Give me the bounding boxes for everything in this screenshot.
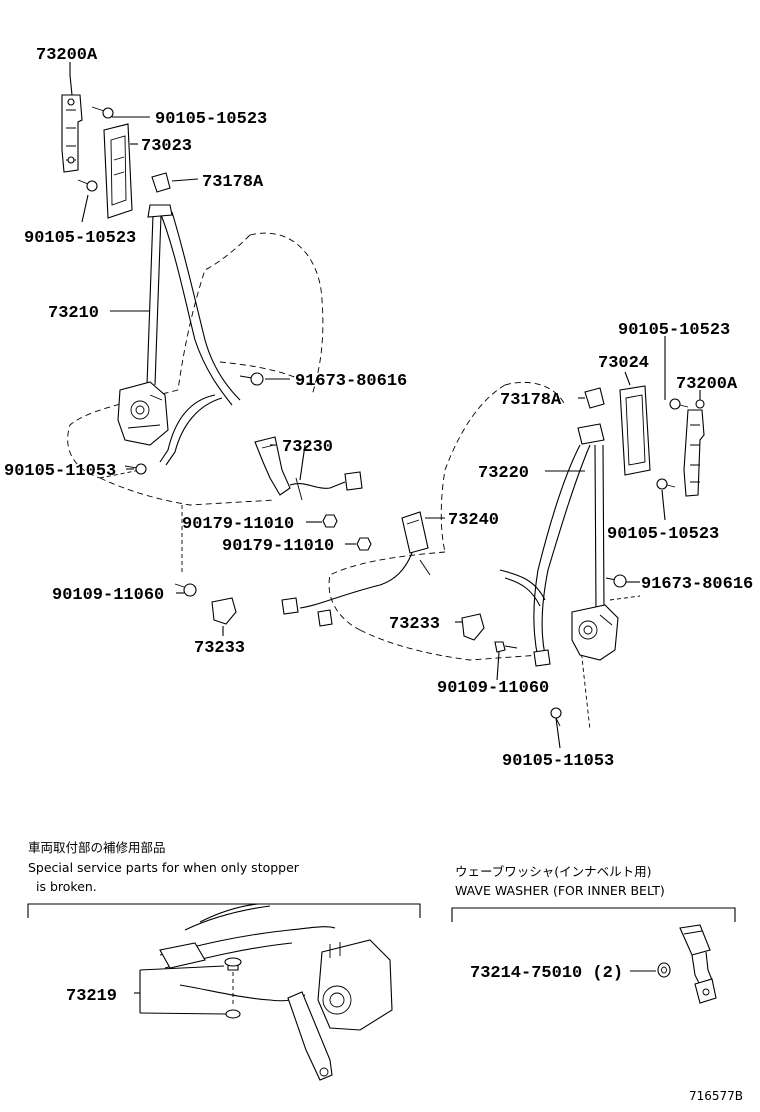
label-90179-11010-b: 90179-11010 [222,537,334,556]
label-90109-11060-right: 90109-11060 [437,679,549,698]
inset-left-note-en-1: Special service parts for when only stop… [28,860,300,875]
label-73024: 73024 [598,354,649,373]
right-adjuster-cover-73024 [619,385,651,476]
label-73200A-left: 73200A [36,46,98,65]
left-nut-90179-a [322,514,338,528]
label-91673-80616-right: 91673-80616 [641,575,753,594]
label-73233-right: 73233 [389,615,440,634]
inset-wave-washer: ウェーブワッシャ(インナベルト用) WAVE WASHER (FOR INNER… [451,864,736,1004]
label-73023: 73023 [141,137,192,156]
label-73200A-right: 73200A [676,375,738,394]
label-90105-11053-left: 90105-11053 [4,462,116,481]
label-90105-10523-a: 90105-10523 [155,110,267,129]
label-73214-75010: 73214-75010 (2) [470,964,623,983]
right-nut-90179-b [356,537,372,551]
right-bolt-lower [656,478,676,490]
label-90105-10523-b: 90105-10523 [24,229,136,248]
left-belt-73210 [146,204,241,466]
left-height-adjuster-73200A [61,74,83,173]
label-90179-11010-a: 90179-11010 [182,515,294,534]
label-73230: 73230 [282,438,333,457]
label-90105-10523-d: 90105-10523 [607,525,719,544]
label-73178A-left: 73178A [202,173,264,192]
left-retractor [117,381,169,446]
label-73219: 73219 [66,987,117,1006]
left-adjuster-cover-73023 [103,123,133,219]
right-bolt-91673 [605,574,627,588]
right-bolt-90109 [494,641,518,653]
inset-left-note-en-2: is broken. [36,879,97,894]
label-91673-80616-left: 91673-80616 [295,372,407,391]
right-belt-73220 [499,423,605,667]
leader-lines [69,62,701,749]
inset-left-note-jp: 車両取付部の補修用部品 [28,840,166,855]
label-73210: 73210 [48,304,99,323]
left-bolt-lower [77,179,98,192]
label-90105-10523-c: 90105-10523 [618,321,730,340]
left-cover-73233 [211,597,237,625]
label-73178A-right: 73178A [500,391,562,410]
left-anchor-73178A [151,172,171,193]
inset-right-note-en: WAVE WASHER (FOR INNER BELT) [455,883,665,898]
left-bolt-90109 [174,583,197,597]
left-bolt-upper [91,106,114,119]
label-90105-11053-right: 90105-11053 [502,752,614,771]
label-90109-11060-left: 90109-11060 [52,586,164,605]
label-73233-left: 73233 [194,639,245,658]
inset-right-note-jp: ウェーブワッシャ(インナベルト用) [455,864,652,879]
left-buckle-73230 [254,436,363,501]
inset-stopper-parts: 車両取付部の補修用部品 Special service parts for wh… [27,840,421,1081]
right-height-adjuster-73200A [683,399,705,497]
part-labels: 73200A 90105-10523 73023 73178A 90105-10… [4,46,753,771]
left-bolt-91673 [239,372,264,386]
left-bolt-90105-11053 [124,463,147,475]
label-73240: 73240 [448,511,499,530]
right-buckle-73240 [281,511,431,627]
right-retractor [571,604,619,661]
right-anchor-73178A [584,387,605,409]
right-cover-73233 [461,613,485,641]
right-bolt-90105-11053 [550,707,562,727]
drawing-code: 716577B [689,1089,743,1103]
right-bolt-upper [669,398,689,410]
label-73220: 73220 [478,464,529,483]
